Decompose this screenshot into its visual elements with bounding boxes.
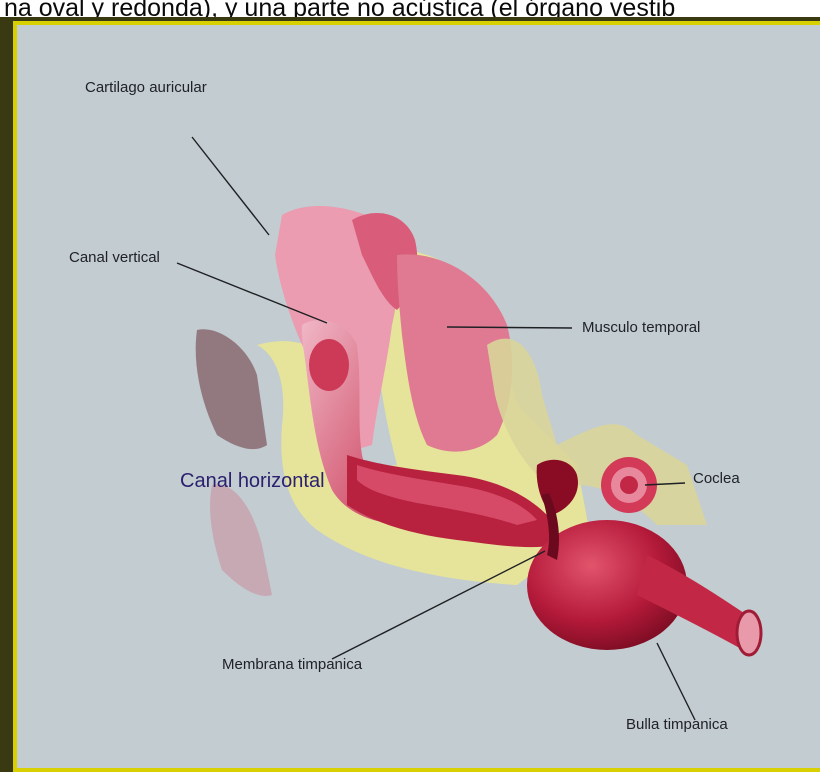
label-canal-vertical: Canal vertical [69, 249, 160, 266]
leader-line-bulla [657, 643, 695, 720]
label-bulla-timpanica: Bulla timpanica [626, 716, 728, 733]
auditory-tube-end [737, 611, 761, 655]
label-canal-horizontal: Canal horizontal [180, 470, 325, 492]
leader-line-cartilago [192, 137, 269, 235]
cochlea-turn-3 [620, 476, 638, 494]
canal-vertical-lumen [309, 339, 349, 391]
ear-anatomy-illustration: Cartilago auricular Canal vertical Muscu… [17, 25, 820, 768]
leader-line-musculo [447, 327, 572, 328]
label-cartilago-auricular: Cartilago auricular [85, 79, 207, 96]
label-musculo-temporal: Musculo temporal [582, 319, 700, 336]
outer-hair-tissue [196, 329, 267, 449]
label-coclea: Coclea [693, 470, 740, 487]
label-membrana-timpanica: Membrana timpanica [222, 656, 363, 673]
ear-diagram: Cartilago auricular Canal vertical Muscu… [17, 25, 820, 768]
lower-skin-tissue [210, 484, 272, 596]
